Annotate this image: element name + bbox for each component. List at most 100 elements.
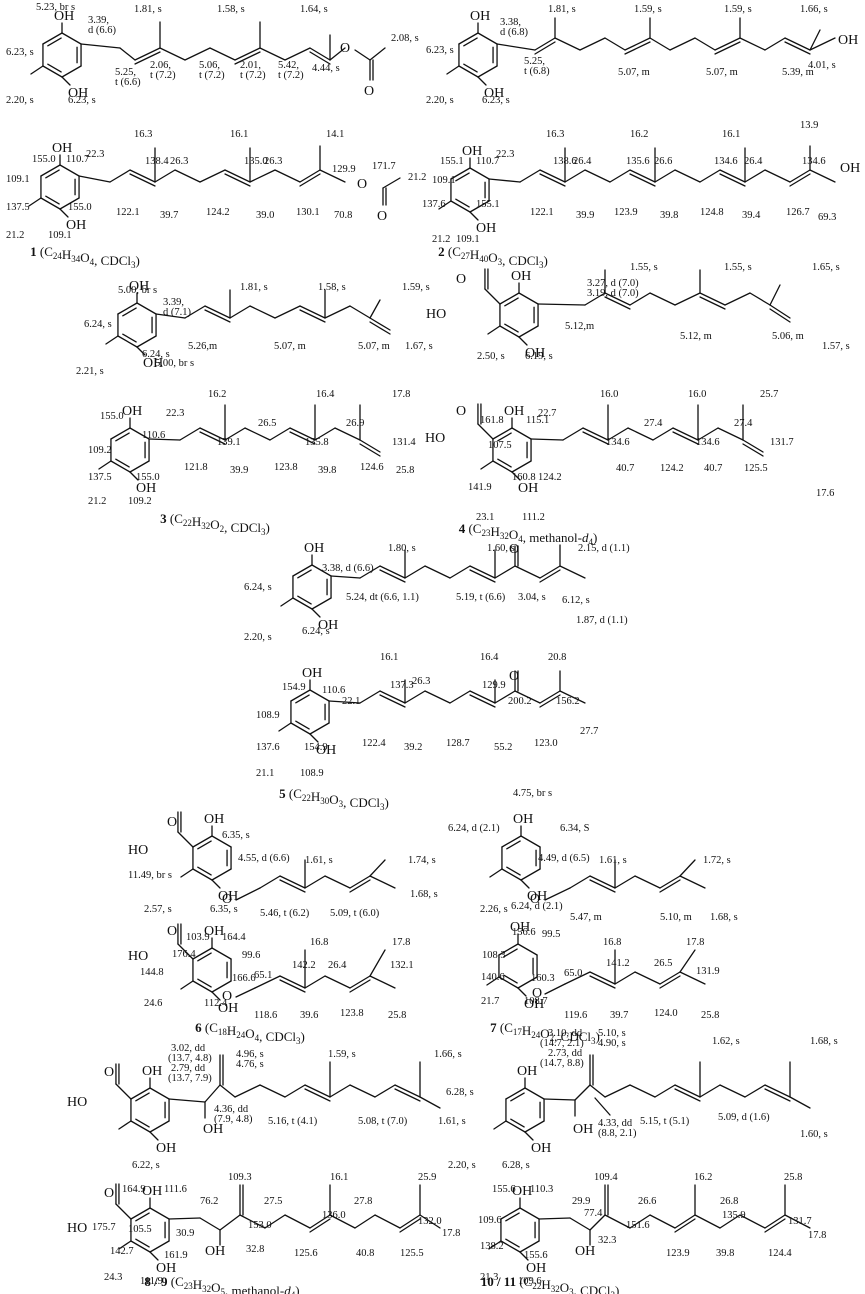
bond — [589, 879, 616, 893]
bond — [354, 1214, 376, 1229]
bond — [211, 879, 221, 889]
nmr-shift-label: d (6.8) — [500, 27, 528, 38]
nmr-shift-label: 25.9 — [418, 1172, 436, 1183]
bond — [314, 427, 336, 441]
nmr-shift-label: 138.4 — [145, 156, 169, 167]
nmr-shift-label: 5.25, — [524, 56, 545, 67]
bond — [514, 565, 541, 579]
bond — [45, 195, 60, 205]
bond — [539, 690, 561, 704]
bond — [477, 76, 487, 86]
bond — [259, 47, 286, 61]
nmr-shift-label: 26.4 — [573, 156, 592, 167]
nmr-shift-label: (14.7, 8.8) — [540, 1058, 584, 1069]
bond — [649, 292, 676, 306]
bond — [136, 335, 157, 348]
bond — [149, 1131, 159, 1141]
nmr-shift-label: 109.1 — [6, 174, 30, 185]
bond — [539, 173, 566, 187]
bond — [672, 427, 699, 441]
bond — [614, 971, 636, 985]
compound-number: 8 / 9 — [144, 1274, 168, 1289]
nmr-shift-label: 109.4 — [594, 1172, 618, 1183]
bond — [714, 41, 741, 55]
bond — [530, 438, 564, 441]
nmr-shift-label: 6.23, s — [426, 45, 454, 56]
bond — [311, 597, 332, 610]
carbonyl-oxygen: O — [456, 272, 466, 287]
bond — [564, 169, 586, 183]
bond — [209, 47, 236, 61]
nmr-shift-label: 77.4 — [584, 1208, 603, 1219]
nmr-shift-label: 76.2 — [200, 1196, 218, 1207]
nmr-shift-label: 6.35, s — [210, 904, 238, 915]
nmr-shift-label: 142.7 — [110, 1246, 134, 1257]
nmr-shift-label: 140.6 — [481, 972, 505, 983]
bond — [499, 325, 520, 338]
bond — [449, 690, 471, 704]
bond — [769, 304, 791, 319]
nmr-shift-label: 26.3 — [264, 156, 282, 167]
bond — [609, 169, 631, 183]
bond — [234, 51, 261, 65]
bond — [379, 690, 406, 704]
bond — [674, 1084, 701, 1098]
nmr-shift-label: 110.7 — [476, 156, 499, 167]
compound-3-carbon: OHOH155.0110.622.316.2139.126.516.4135.8… — [88, 389, 416, 537]
bond — [511, 471, 521, 481]
nmr-shift-label: 40.8 — [356, 1248, 374, 1259]
hydroxyl-bottom: OH — [484, 86, 504, 101]
hydroxyl-bottom: OH — [318, 618, 338, 633]
ester-oxygen: O — [357, 177, 367, 192]
bond — [149, 1240, 170, 1253]
nmr-shift-label: 3.02, dd — [171, 1043, 206, 1054]
bond — [669, 37, 696, 51]
bond — [634, 971, 661, 985]
bond — [61, 76, 71, 86]
bond — [180, 980, 194, 990]
nmr-shift-label: 69.3 — [818, 212, 836, 223]
nmr-shift-label: 2.57, s — [144, 904, 172, 915]
bond — [130, 1087, 151, 1100]
bond — [349, 975, 371, 989]
bond — [659, 975, 681, 989]
hydroxyl-chain: OH — [205, 1244, 225, 1259]
hydroxyl-top: OH — [510, 920, 530, 935]
nmr-shift-label: 161.9 — [164, 1250, 188, 1261]
nmr-shift-label: 124.6 — [360, 462, 384, 473]
nmr-shift-label: (7.9, 4.8) — [214, 1114, 253, 1125]
nmr-shift-label: 26.4 — [744, 156, 763, 167]
carboxyl-hydroxyl: HO — [425, 431, 445, 446]
compound-caption: 7 (C17H24O2, CDCl3) — [490, 1020, 600, 1046]
nmr-shift-label: 108.7 — [524, 996, 548, 1007]
bond — [450, 167, 471, 180]
bond — [494, 565, 516, 579]
nmr-shift-label: 134.6 — [802, 156, 826, 167]
bond — [122, 307, 137, 317]
bond — [119, 47, 136, 61]
bond — [359, 439, 381, 453]
bond — [115, 458, 130, 468]
bond — [394, 1088, 421, 1102]
bond — [324, 975, 351, 989]
bond — [249, 169, 276, 183]
bond — [517, 987, 527, 997]
carbonyl-oxygen: O — [456, 404, 466, 419]
bond — [634, 875, 661, 889]
nmr-shift-label: 26.4 — [328, 960, 347, 971]
bond — [122, 333, 137, 343]
bond — [80, 43, 121, 49]
nmr-shift-label: 17.8 — [392, 937, 410, 948]
bond — [328, 700, 361, 704]
bond — [699, 292, 726, 306]
hydroxyl-top: OH — [204, 812, 224, 827]
bond — [204, 305, 231, 319]
nmr-shift-label: 26.6 — [638, 1196, 656, 1207]
hydroxyl-bottom: OH — [476, 221, 496, 236]
carbonyl-oxygen: O — [377, 209, 387, 224]
nmr-shift-label: 5.07, m — [706, 67, 738, 78]
bond — [279, 979, 306, 993]
